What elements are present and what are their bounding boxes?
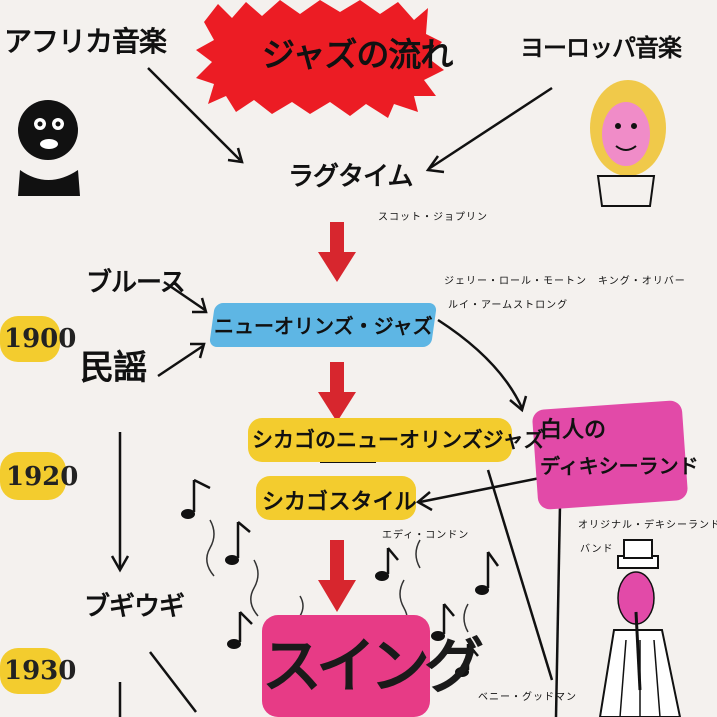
dixieland-band-line1: オリジナル・デキシーランド [578,520,717,531]
music-note-icon [181,478,211,519]
music-note-icon [225,521,251,565]
main-red-arrows [318,222,356,612]
chicago-artist: エディ・コンドン [382,530,470,541]
african-face-illustration [18,100,80,196]
year-1930: 1930 [4,656,77,686]
year-badge-1900 [0,316,60,362]
title-burst [196,0,444,118]
sound-squiggles [206,519,469,637]
node-chicago-new-orleans-jazz: シカゴのニューオリンズジャズ [252,428,545,452]
chicago-new-orleans-ribbon [248,418,512,462]
node-swing: スイング [262,632,484,702]
diagram-title: ジャズの流れ [262,35,453,74]
node-boogie-woogie: ブギウギ [84,592,185,622]
music-note-icon [431,603,455,641]
music-notes [181,478,500,677]
chicago-style-ribbon [256,476,416,520]
swing-artist: ベニー・グッドマン [478,692,577,703]
music-note-icon [375,547,399,581]
node-white-dixieland-line1: 白人の [540,418,607,443]
flow-arrows [110,67,562,717]
year-1900: 1900 [4,324,77,354]
music-note-icon [227,611,253,649]
year-1920: 1920 [6,462,79,492]
node-blues: ブルース [86,268,186,298]
swing-ribbon [262,615,430,717]
music-note-icon [475,551,500,595]
european-face-illustration [590,80,666,207]
ragtime-artist: スコット・ジョプリン [378,212,488,223]
node-folk-song: 民謡 [80,348,147,388]
node-european-music: ヨーロッパ音楽 [520,34,682,62]
node-chicago-style: シカゴスタイル [262,490,417,515]
new-orleans-artists-line2: ルイ・アームストロング [448,300,569,311]
dixieland-band-line2: バンド [580,544,614,555]
year-badge-1930 [0,648,62,694]
year-badge-1920 [0,452,66,500]
node-ragtime: ラグタイム [288,162,413,192]
node-white-dixieland-line2: ディキシーランド [540,454,699,478]
node-new-orleans-jazz: ニューオリンズ・ジャズ [214,314,433,338]
node-african-music: アフリカ音楽 [4,25,167,58]
trumpet-player-illustration [598,539,682,717]
music-note-icon [455,643,479,677]
new-orleans-artists-line1: ジェリー・ロール・モートン キング・オリバー [444,276,686,287]
